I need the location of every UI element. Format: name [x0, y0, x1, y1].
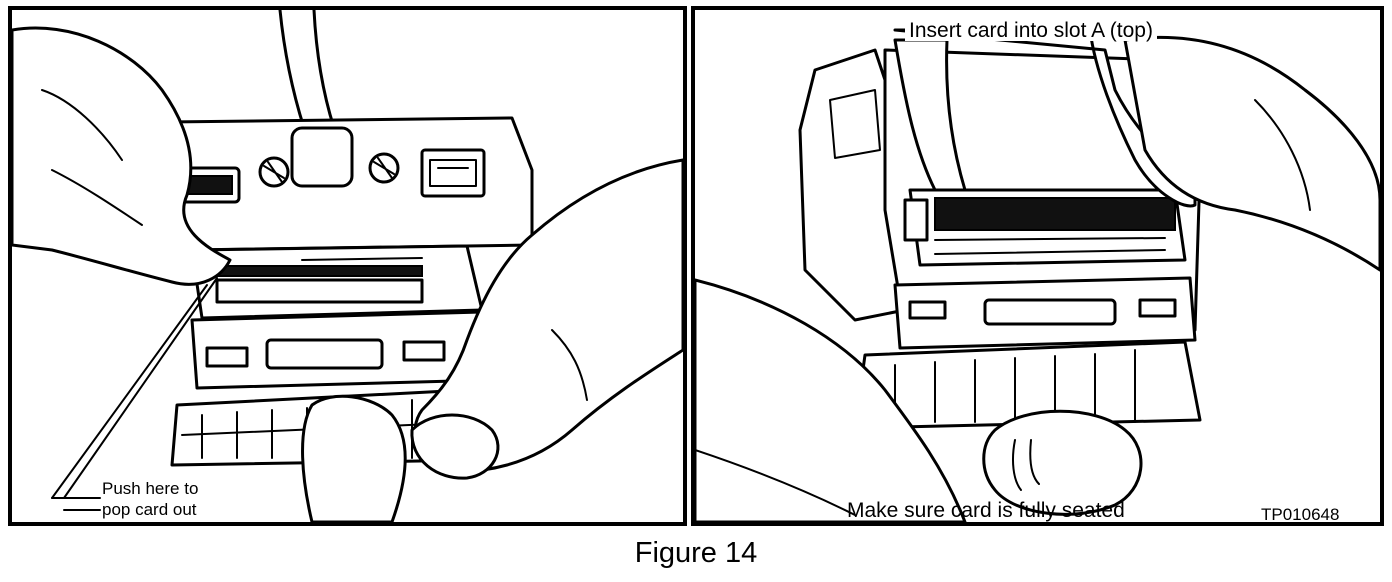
bottom-thumb [982, 409, 1143, 516]
device-side [798, 48, 907, 322]
ethernet-port [420, 148, 486, 198]
right-hand [413, 158, 683, 473]
thumb [301, 394, 407, 522]
bottom-left-hand [695, 278, 967, 522]
right-illustration-panel: Insert card into slot A (top) Make sure … [691, 6, 1384, 526]
left-device-drawing [12, 10, 683, 522]
cable-connector [290, 126, 354, 188]
insert-callout: Insert card into slot A (top) [905, 20, 1157, 41]
figure-code: TP010648 [1261, 505, 1340, 524]
memory-card [934, 197, 1176, 231]
push-callout-line2: pop card out [102, 500, 197, 519]
top-finger [893, 38, 967, 192]
card-slot [216, 265, 423, 277]
fingertip [410, 413, 500, 480]
left-hand [12, 26, 232, 286]
cable [278, 10, 306, 130]
push-callout-line1: Push here to [102, 479, 199, 498]
right-device-drawing [695, 28, 1380, 522]
callout-pointer [51, 277, 218, 499]
left-illustration-panel: Push here to pop card out [8, 6, 687, 526]
figure-caption: Figure 14 [634, 537, 758, 569]
seated-callout: Make sure card is fully seated [847, 499, 1125, 522]
push-callout: Push here to pop card out [102, 478, 198, 520]
